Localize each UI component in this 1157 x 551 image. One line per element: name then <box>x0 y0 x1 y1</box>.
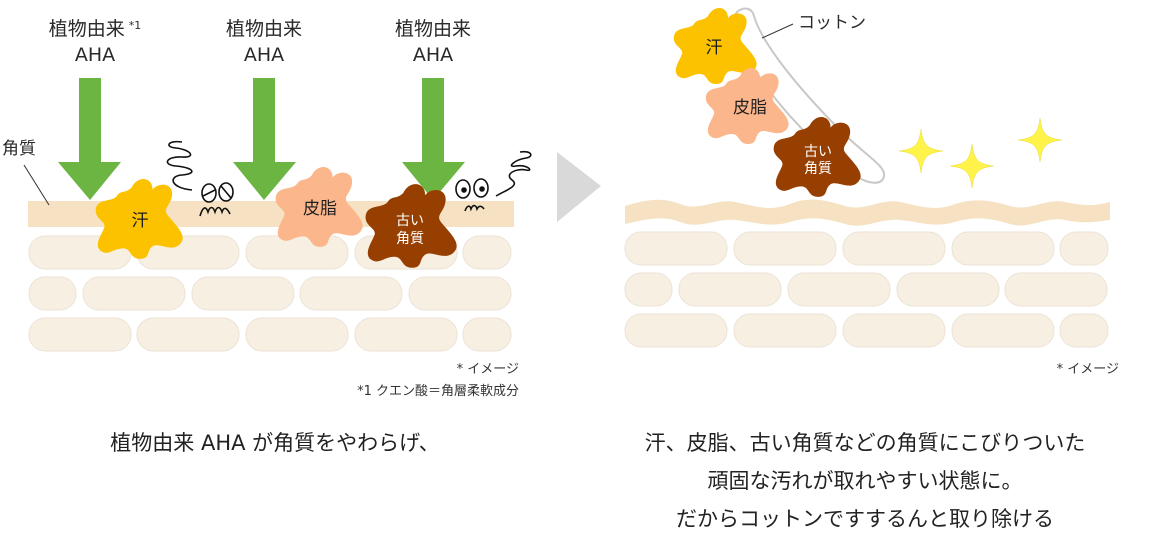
aha-label-1: 植物由来*1 AHA <box>30 16 160 68</box>
image-note-left: * イメージ <box>456 362 519 377</box>
skin-cell <box>136 317 240 352</box>
aha-arrow-2 <box>233 78 296 200</box>
old-keratin-label-1: 古い <box>804 144 832 160</box>
skin-cell <box>28 276 77 311</box>
skin-cell <box>462 317 512 352</box>
aha-label-3-line1: 植物由来 <box>394 18 471 40</box>
caption-right-line-3: だからコットンですするんと取り除ける <box>676 507 1054 531</box>
footnote-citric-acid: *1 クエン酸＝角層柔軟成分 <box>357 384 519 399</box>
skin-cell <box>787 272 891 307</box>
right-skin-diagram: 汗 皮脂 古い 角質 <box>624 7 1110 348</box>
sebum-label: 皮脂 <box>303 199 337 219</box>
skin-cell <box>245 235 349 270</box>
skin-cell <box>1059 231 1109 266</box>
skin-cell <box>624 313 728 348</box>
skin-cell <box>733 231 837 266</box>
old-keratin-label-1: 古い <box>396 213 424 229</box>
image-note-right: * イメージ <box>1056 362 1119 377</box>
skin-cell <box>896 272 1000 307</box>
wavy-mouth-icon <box>199 206 231 217</box>
eye-icon <box>473 178 489 198</box>
dizzy-swirl-icon <box>495 150 532 197</box>
eye-icon <box>218 182 234 202</box>
skin-cell <box>842 313 946 348</box>
skin-cell <box>624 231 728 266</box>
skin-cell <box>299 276 403 311</box>
skin-cell <box>354 317 458 352</box>
aha-label-1-line2: AHA <box>74 44 116 66</box>
dizzy-swirl-icon <box>166 140 193 191</box>
skin-cell <box>245 317 349 352</box>
wavy-mouth-icon <box>464 204 485 212</box>
eye-icon <box>455 179 471 199</box>
eye-icon <box>201 183 217 203</box>
caption-right-line-1: 汗、皮脂、古い角質などの角質にこびりついた <box>644 431 1086 455</box>
cotton-leader-line <box>761 23 794 39</box>
skin-cells-right <box>624 231 1109 348</box>
cotton-label: コットン <box>798 13 866 33</box>
skin-cell <box>678 272 782 307</box>
old-keratin-label-2: 角質 <box>804 161 832 177</box>
dizzy-face-2 <box>455 150 532 212</box>
skin-cell <box>951 231 1055 266</box>
skin-cell <box>624 272 673 307</box>
skin-cell <box>462 235 512 270</box>
skin-cell <box>1059 313 1109 348</box>
aha-label-2: 植物由来 AHA <box>214 16 314 68</box>
sweat-label: 汗 <box>132 211 149 231</box>
caption-right: 汗、皮脂、古い角質などの角質にこびりついた 頑固な汚れが取れやすい状態に。 だか… <box>575 424 1155 538</box>
sparkle-icon <box>1017 117 1063 163</box>
sparkle-icon <box>949 143 995 189</box>
aha-arrow-1 <box>58 78 121 200</box>
sweat-label: 汗 <box>706 38 723 58</box>
caption-left: 植物由来 AHA が角質をやわらげ、 <box>110 431 440 455</box>
skin-cell <box>842 231 946 266</box>
skin-cell <box>82 276 186 311</box>
sebum-label: 皮脂 <box>733 98 767 118</box>
left-skin-diagram: 汗 皮脂 古い 角質 <box>23 78 532 352</box>
aha-arrow-3 <box>402 78 465 200</box>
stratum-label: 角質 <box>2 139 36 159</box>
aha-label-1-line1: 植物由来 <box>48 18 125 40</box>
skin-cell <box>408 276 512 311</box>
caption-right-line-2: 頑固な汚れが取れやすい状態に。 <box>707 469 1023 493</box>
sparkle-icon <box>898 128 944 174</box>
aha-label-3: 植物由来 AHA <box>383 16 483 68</box>
aha-label-3-line2: AHA <box>412 44 454 66</box>
stratum-corneum-wave <box>625 199 1110 226</box>
skin-cell <box>191 276 295 311</box>
skin-cell <box>733 313 837 348</box>
skin-cell <box>1004 272 1108 307</box>
next-step-arrow-icon <box>557 152 601 222</box>
aha-arrows <box>58 78 465 200</box>
aha-label-2-line2: AHA <box>243 44 285 66</box>
stratum-leader-line <box>23 164 50 206</box>
skin-cell <box>28 317 132 352</box>
skin-cell <box>951 313 1055 348</box>
old-keratin-label-2: 角質 <box>396 231 424 247</box>
dizzy-face-1 <box>166 140 234 217</box>
footnote-mark: *1 <box>128 19 142 32</box>
aha-label-2-line1: 植物由来 <box>225 18 302 40</box>
